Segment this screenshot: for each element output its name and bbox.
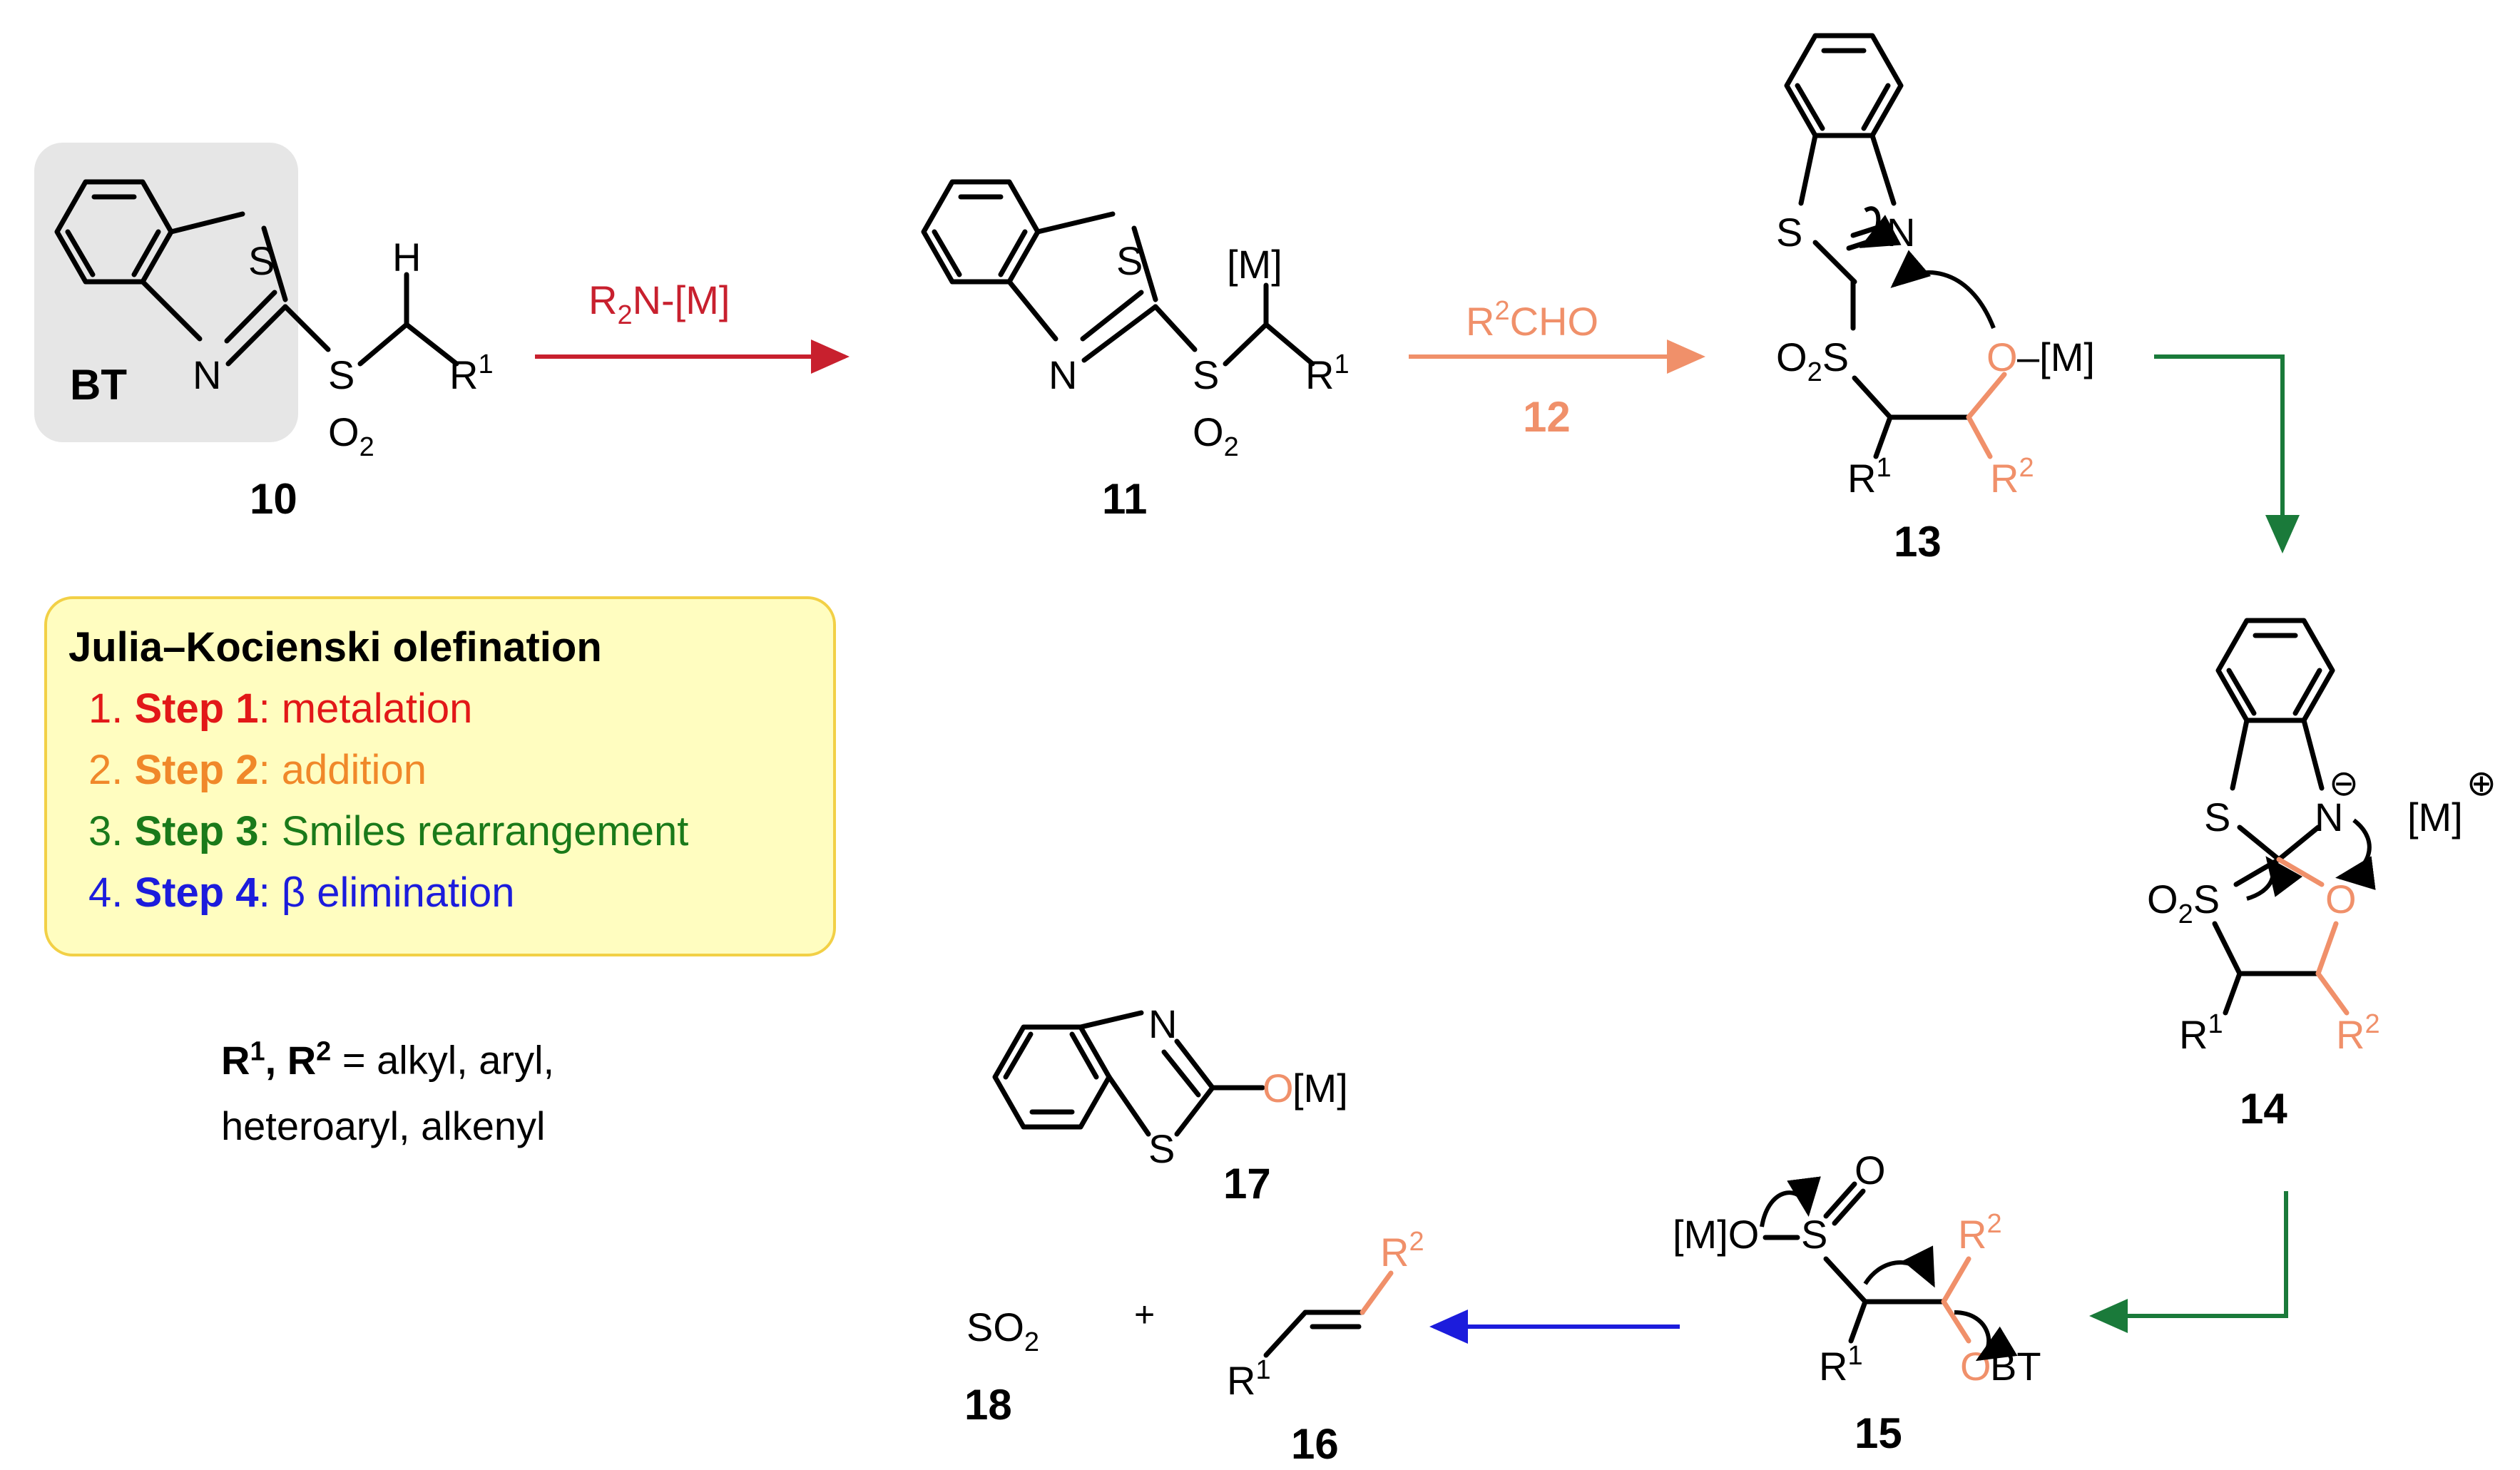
c15-mo: [M]O <box>1673 1212 1759 1257</box>
legend-step-number: 2. <box>88 747 135 793</box>
legend-step-number: 1. <box>88 685 135 732</box>
legend-step-3: 3. Step 3: Smiles rearrangement <box>88 801 833 862</box>
c13-r2: R2 <box>1990 453 2034 501</box>
c13-curly-arrow-n <box>1859 206 1902 248</box>
c17-metal: [M] <box>1292 1066 1348 1111</box>
compound-number-11: 11 <box>1102 475 1147 523</box>
c10-h-atom: H <box>392 235 421 280</box>
c17-s-atom: S <box>1148 1126 1175 1171</box>
scope-r1: R1 <box>221 1036 265 1083</box>
c15-r2: R2 <box>1958 1209 2002 1257</box>
c15-s-atom: S <box>1801 1212 1827 1257</box>
c14-metal-cation: [M] <box>2407 795 2463 839</box>
scope-r2: R2 <box>287 1036 332 1083</box>
c14-n-atom: N <box>2315 795 2343 839</box>
so2-formula: SO2 <box>966 1305 1039 1357</box>
c11-o2: O2 <box>1193 409 1239 462</box>
compound-number-12: 12 <box>1523 393 1571 441</box>
c13-metal: –[M] <box>2017 335 2095 379</box>
step3-arrow <box>2154 354 2300 553</box>
c16-r1: R1 <box>1227 1355 1271 1403</box>
compound-number-13: 13 <box>1894 518 1942 566</box>
c17-o-atom: O <box>1262 1066 1294 1111</box>
compound-16: R2 R1 <box>1227 1227 1424 1403</box>
compound-number-17: 17 <box>1223 1160 1271 1208</box>
c15-curly-arrow-1 <box>1760 1176 1821 1227</box>
legend-step-number: 4. <box>88 869 135 916</box>
c14-r2: R2 <box>2336 1009 2380 1057</box>
c15-r1: R1 <box>1819 1341 1863 1389</box>
compound-number-18: 18 <box>964 1381 1012 1429</box>
c13-s-atom: S <box>1776 210 1802 255</box>
c13-o2s: O2S <box>1776 335 1849 387</box>
c15-o-atom: O <box>1855 1148 1886 1193</box>
legend-step-desc: : β elimination <box>258 869 515 916</box>
legend-step-1: 1. Step 1: metalation <box>88 678 833 740</box>
c15-bt-label: BT <box>1990 1344 2041 1389</box>
c11-s-atom: S <box>1116 238 1143 283</box>
c11-r1: R1 <box>1305 349 1350 397</box>
c16-r2: R2 <box>1380 1227 1424 1275</box>
compound-number-10: 10 <box>250 475 297 523</box>
c13-n-atom: N <box>1887 210 1915 255</box>
c14-r1: R1 <box>2179 1009 2223 1057</box>
scope-line-1: R1, R2 = alkyl, aryl, <box>221 1036 555 1083</box>
c11-n-atom: N <box>1049 352 1077 397</box>
compound-11: S N S [M] R1 O2 <box>921 179 1350 462</box>
legend-step-name: Step 2 <box>134 747 259 793</box>
compound-number-15: 15 <box>1855 1409 1902 1457</box>
c13-curly-arrow-o <box>1890 250 1996 330</box>
compound-10: S N S H R1 O2 BT <box>54 179 494 462</box>
c14-curly-arrow-n <box>2335 818 2376 890</box>
step3b-arrow <box>2089 1191 2288 1333</box>
c11-metal: [M] <box>1227 242 1282 287</box>
c14-plus-charge: ⊕ <box>2467 763 2496 803</box>
compound-13: S N O2S R1 O –[M] R2 <box>1776 33 2095 501</box>
compound-number-16: 16 <box>1291 1420 1339 1468</box>
c15-curly-arrow-3 <box>1954 1310 2018 1362</box>
c13-r1: R1 <box>1847 453 1892 501</box>
legend-box: Julia–Kocienski olefination 1. Step 1: m… <box>44 596 836 956</box>
legend-title: Julia–Kocienski olefination <box>68 624 602 670</box>
c11-sulfonyl-s: S <box>1193 352 1219 397</box>
compound-number-14: 14 <box>2240 1085 2287 1133</box>
c14-o2s: O2S <box>2147 877 2220 929</box>
compound-14: S N ⊖ [M] ⊕ O2S O R1 R2 <box>2147 618 2496 1057</box>
scope-line-2: heteroaryl, alkenyl <box>221 1103 546 1148</box>
c15-curly-arrow-2 <box>1863 1245 1935 1288</box>
c14-curly-arrow-s <box>2246 856 2302 901</box>
legend-step-name: Step 3 <box>134 808 259 854</box>
compound-17: N S O [M] <box>992 1001 1348 1171</box>
legend-step-desc: : addition <box>258 747 427 793</box>
plus-sign: + <box>1134 1295 1155 1334</box>
c10-r1: R1 <box>449 349 494 397</box>
c10-n-atom: N <box>193 352 221 397</box>
legend-step-4: 4. Step 4: β elimination <box>88 862 833 924</box>
legend-step-desc: : Smiles rearrangement <box>258 808 689 854</box>
legend-step-name: Step 1 <box>134 685 259 732</box>
c14-o-atom: O <box>2325 877 2357 922</box>
c13-o-atom: O <box>1986 335 2018 379</box>
bt-label: BT <box>70 361 127 409</box>
legend-step-desc: : metalation <box>258 685 473 732</box>
c17-n-atom: N <box>1148 1001 1177 1046</box>
legend-step-name: Step 4 <box>134 869 259 916</box>
legend-step-2: 2. Step 2: addition <box>88 740 833 801</box>
reagent-r2cho: R2CHO <box>1466 296 1598 344</box>
substituent-scope: R1, R2 = alkyl, aryl, heteroaryl, alkeny… <box>221 1019 554 1159</box>
c14-s-atom: S <box>2204 795 2230 839</box>
c10-o2: O2 <box>328 409 374 462</box>
c14-minus-charge: ⊖ <box>2329 763 2359 803</box>
legend-step-number: 3. <box>88 808 135 854</box>
compound-15: [M]O S O R1 R2 O BT <box>1673 1148 2041 1389</box>
reagent-r2n-m: R2N-[M] <box>588 277 730 330</box>
c10-s-atom: S <box>248 238 275 283</box>
c10-sulfonyl-s: S <box>328 352 354 397</box>
